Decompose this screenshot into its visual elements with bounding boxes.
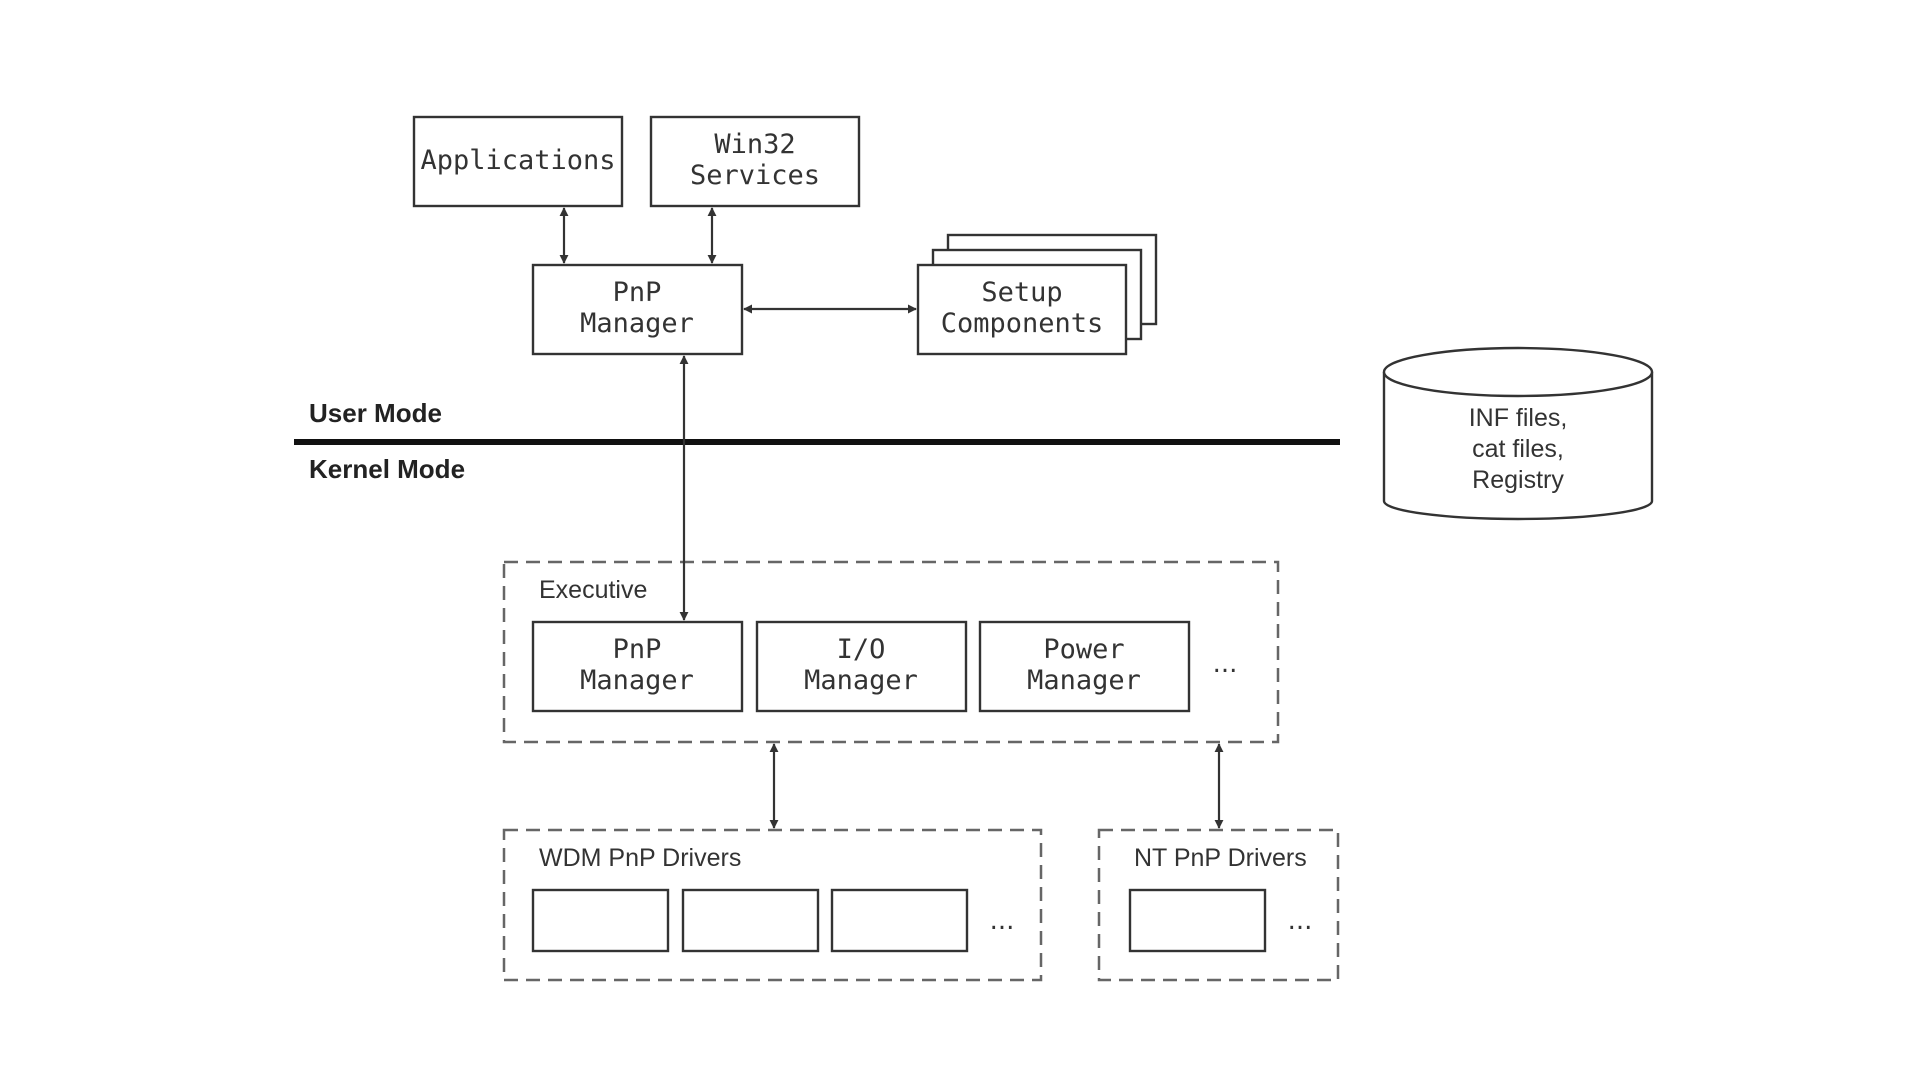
wdm-more-ellipsis: ... bbox=[990, 906, 1015, 936]
wdm-driver-box bbox=[830, 888, 969, 953]
user-pnp-manager-label-line2: Manager bbox=[580, 308, 694, 339]
setup-components-label-line2: Components bbox=[941, 308, 1104, 339]
power-manager-label-line2: Manager bbox=[1027, 665, 1141, 696]
applications-box: Applications bbox=[412, 115, 624, 208]
io-manager-label-line2: Manager bbox=[804, 665, 918, 696]
user-mode-label: User Mode bbox=[309, 398, 442, 428]
executive-label: Executive bbox=[539, 576, 647, 604]
win32-services-label-line2: Services bbox=[690, 160, 820, 191]
setup-components-box bbox=[916, 263, 1128, 356]
nt-drivers-group: NT PnP Drivers ... bbox=[1097, 828, 1340, 982]
io-manager-label-line1: I/O bbox=[837, 634, 886, 665]
setup-components-label-line1: Setup bbox=[981, 277, 1062, 308]
wdm-driver-box bbox=[681, 888, 820, 953]
kernel-pnp-manager-box bbox=[531, 620, 744, 713]
inf-registry-store: INF files, cat files, Registry bbox=[1382, 346, 1654, 521]
kernel-pnp-manager-label-line2: Manager bbox=[580, 665, 694, 696]
wdm-drivers-label: WDM PnP Drivers bbox=[539, 844, 741, 872]
store-label-line3: Registry bbox=[1472, 466, 1564, 494]
store-label-line1: INF files, bbox=[1469, 404, 1568, 432]
win32-services-label-line1: Win32 bbox=[714, 129, 795, 160]
kernel-mode-label: Kernel Mode bbox=[309, 454, 465, 484]
nt-drivers-label: NT PnP Drivers bbox=[1134, 844, 1307, 872]
user-pnp-manager-label-line1: PnP bbox=[613, 277, 662, 308]
executive-group: Executive PnP Manager I/O Manager Power … bbox=[502, 560, 1280, 744]
io-manager-box bbox=[755, 620, 968, 713]
setup-components-stack: Setup Components bbox=[916, 233, 1158, 356]
kernel-pnp-manager-label-line1: PnP bbox=[613, 634, 662, 665]
nt-driver-box bbox=[1128, 888, 1267, 953]
user-pnp-manager-box: PnP Manager bbox=[531, 263, 744, 356]
power-manager-box bbox=[978, 620, 1191, 713]
applications-label: Applications bbox=[420, 145, 615, 176]
wdm-driver-box bbox=[531, 888, 670, 953]
executive-more-ellipsis: ... bbox=[1213, 649, 1238, 679]
wdm-drivers-group: WDM PnP Drivers ... bbox=[502, 828, 1043, 982]
win32-services-box: Win32 Services bbox=[649, 115, 861, 208]
store-label-line2: cat files, bbox=[1472, 435, 1564, 463]
power-manager-label-line1: Power bbox=[1043, 634, 1124, 665]
nt-more-ellipsis: ... bbox=[1288, 906, 1313, 936]
